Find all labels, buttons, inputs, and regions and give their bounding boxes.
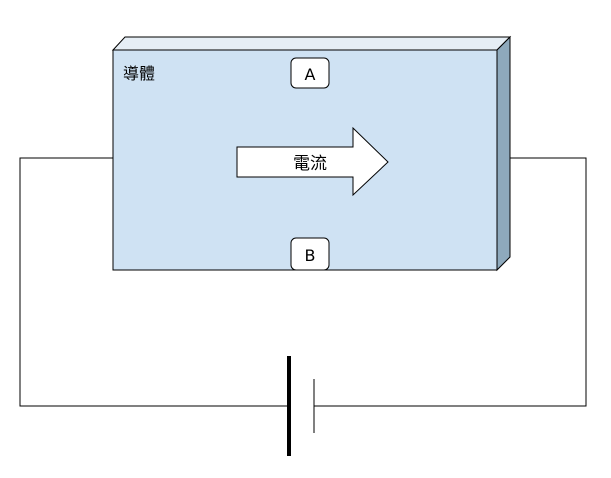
- terminal-a-label: A: [305, 65, 316, 84]
- wire-left: [19, 157, 288, 407]
- current-arrow: 電流: [236, 126, 389, 197]
- terminal-b-box: [290, 237, 330, 271]
- terminal-a: A: [290, 57, 330, 89]
- terminal-b-label: B: [305, 246, 316, 265]
- terminal-b: B: [290, 237, 330, 271]
- conductor-top-face: [111, 36, 512, 51]
- conductor-side-face: [496, 35, 511, 272]
- terminal-a-box: [290, 57, 330, 89]
- current-label: 電流: [293, 154, 327, 174]
- wire-right: [314, 157, 587, 407]
- current-arrow-shape: [236, 126, 389, 197]
- conductor-label: 導體: [123, 64, 155, 83]
